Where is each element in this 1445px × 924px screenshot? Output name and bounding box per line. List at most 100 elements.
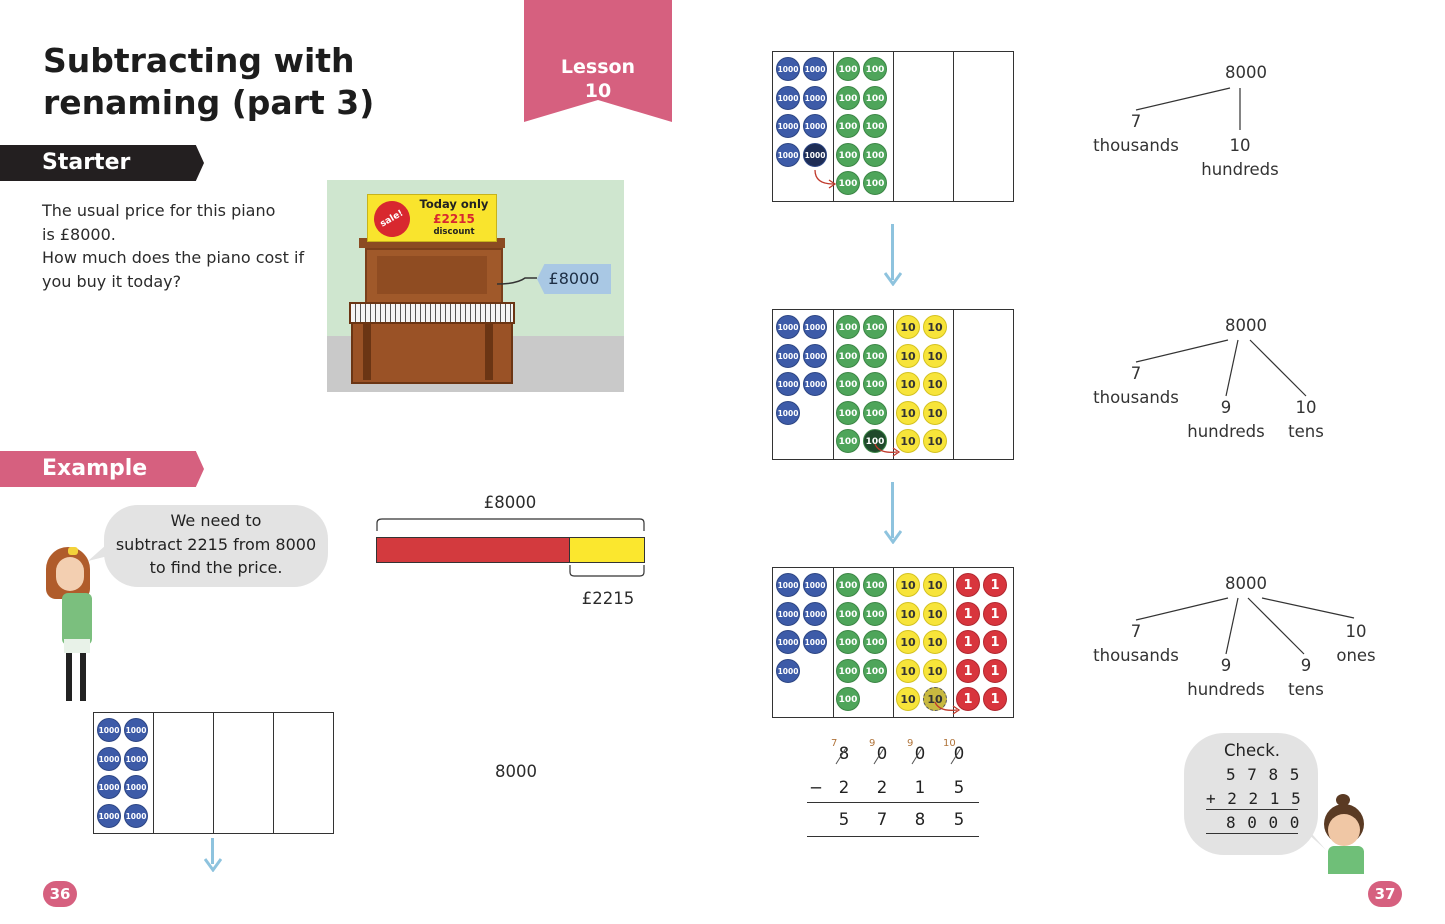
speech-bubble-tail	[88, 545, 112, 561]
hundred-counter: 100	[863, 601, 887, 626]
ten-counter: 10	[896, 372, 920, 396]
check-label: Check.	[1224, 741, 1281, 760]
tree3-d-label: ones	[1336, 646, 1376, 665]
one-counter: 1	[956, 630, 980, 654]
tree2-c-label: tens	[1288, 422, 1324, 441]
ten-counter: 10	[923, 400, 947, 425]
speech-line: to find the price.	[149, 558, 283, 577]
bar-yellow-part	[569, 537, 645, 563]
tree1-b-label: hundreds	[1201, 160, 1279, 179]
thousand-counter: 1000	[803, 315, 827, 339]
down-arrow-icon	[891, 482, 894, 538]
starter-text-line: How much does the piano cost if	[42, 248, 305, 267]
thousand-counter: 1000	[776, 630, 800, 654]
ten-counter: 10	[923, 630, 947, 654]
ten-counter: 10	[896, 630, 920, 654]
thousand-counter: 1000	[124, 746, 148, 771]
tree1-b-num: 10	[1229, 136, 1251, 155]
thousand-counter: 1000	[776, 343, 800, 368]
speech-line: We need to	[170, 511, 262, 530]
lesson-tag: Lesson 10	[524, 0, 672, 122]
thousand-counter: 1000	[124, 775, 148, 799]
tree2-root: 8000	[1225, 316, 1267, 335]
hundred-counter: 100	[836, 171, 860, 195]
bar-top-brace	[376, 518, 645, 531]
hundred-counter: 100	[863, 573, 887, 597]
starter-banner: Starter	[0, 145, 204, 181]
sign-line1: Today only	[419, 197, 489, 211]
thousand-counter: 1000	[803, 630, 827, 654]
hundred-counter: 100	[863, 343, 887, 368]
thousand-counter: 1000	[97, 803, 121, 828]
exchange-arrow-icon	[874, 443, 901, 457]
price-tag: £8000	[537, 264, 611, 294]
thousand-counter: 1000	[776, 372, 800, 396]
one-counter: 1	[983, 687, 1007, 711]
hundred-counter: 100	[836, 573, 860, 597]
ten-counter: 10	[896, 343, 920, 368]
hundred-counter: 100	[863, 429, 887, 453]
second-digit: 2	[838, 778, 850, 797]
bar-red-part	[376, 537, 570, 563]
ten-counter: 10	[923, 343, 947, 368]
tree2-a-num: 7	[1130, 364, 1142, 383]
exchange-arrow-icon	[934, 701, 961, 715]
tree3-a-label: thousands	[1093, 646, 1179, 665]
tree3-b-label: hundreds	[1187, 680, 1265, 699]
speech-line: subtract 2215 from 8000	[115, 534, 317, 554]
thousand-counter: 1000	[803, 57, 827, 81]
one-counter: 1	[983, 573, 1007, 597]
boy-character	[1322, 794, 1372, 874]
ten-counter: 10	[923, 658, 947, 683]
hundred-counter: 100	[836, 372, 860, 396]
hundred-counter: 100	[836, 114, 860, 138]
sale-starburst: sale!	[367, 194, 417, 244]
starter-text: The usual price for this piano is £8000.…	[42, 199, 312, 293]
ten-counter: 10	[923, 573, 947, 597]
tree3-c-label: tens	[1288, 680, 1324, 699]
thousand-counter: 1000	[776, 142, 800, 167]
down-arrow-icon	[211, 838, 214, 864]
down-arrow-head-icon	[884, 272, 902, 286]
hundred-counter: 100	[863, 372, 887, 396]
ten-counter: 10	[896, 658, 920, 683]
hundred-counter: 100	[836, 658, 860, 683]
hundred-counter: 100	[836, 400, 860, 425]
example-banner: Example	[0, 451, 204, 487]
ten-counter: 10	[896, 601, 920, 626]
ten-counter: 10	[896, 429, 920, 453]
price-tag-string	[497, 277, 537, 285]
top-digit: 8	[838, 744, 850, 763]
thousand-counter: 1000	[124, 718, 148, 742]
hundred-counter: 100	[836, 57, 860, 81]
carry-digit: 10	[943, 738, 956, 749]
one-counter: 1	[956, 601, 980, 626]
hundred-counter: 100	[836, 85, 860, 110]
down-arrow-icon	[891, 224, 894, 280]
table-number-8000: 8000	[495, 762, 537, 781]
check-rule	[1206, 833, 1298, 834]
tree2-c-num: 10	[1295, 398, 1317, 417]
starter-text-line: The usual price for this piano	[42, 201, 276, 220]
page-number-right: 37	[1368, 881, 1402, 907]
tree3-a-num: 7	[1130, 622, 1142, 641]
top-digit: 0	[914, 744, 926, 763]
second-digit: 2	[876, 778, 888, 797]
crossed-out-marks	[835, 747, 962, 765]
one-counter: 1	[956, 573, 980, 597]
bar-bottom-brace	[569, 565, 645, 577]
check-line3: 8 0 0 0	[1226, 813, 1301, 832]
tree1-root: 8000	[1225, 63, 1267, 82]
hundred-counter: 100	[863, 142, 887, 167]
exchange-arrow-icon	[814, 170, 837, 189]
hundred-counter: 100	[863, 315, 887, 339]
check-bubble-tail	[1306, 832, 1326, 850]
thousand-counter: 1000	[803, 372, 827, 396]
hundred-counter: 100	[836, 630, 860, 654]
hundred-counter: 100	[836, 142, 860, 167]
thousand-counter: 1000	[97, 746, 121, 771]
second-digit: 1	[914, 778, 926, 797]
thousand-counter: 1000	[776, 573, 800, 597]
check-rule	[1206, 809, 1298, 810]
